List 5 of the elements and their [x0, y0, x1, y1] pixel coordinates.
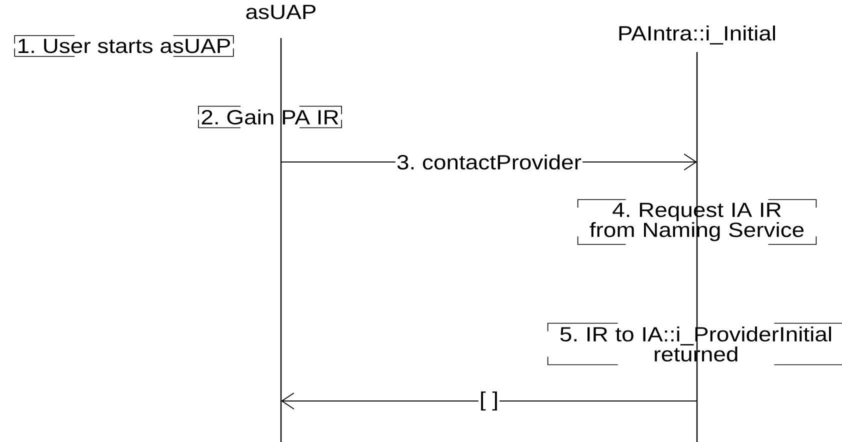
action-note: 1. User starts asUAP — [14, 35, 234, 57]
message-arrow — [281, 392, 698, 410]
message-label: [ ] — [478, 390, 500, 412]
message-label: 3. contactProvider — [395, 153, 583, 171]
action-note: 2. Gain PA IR — [198, 106, 342, 128]
